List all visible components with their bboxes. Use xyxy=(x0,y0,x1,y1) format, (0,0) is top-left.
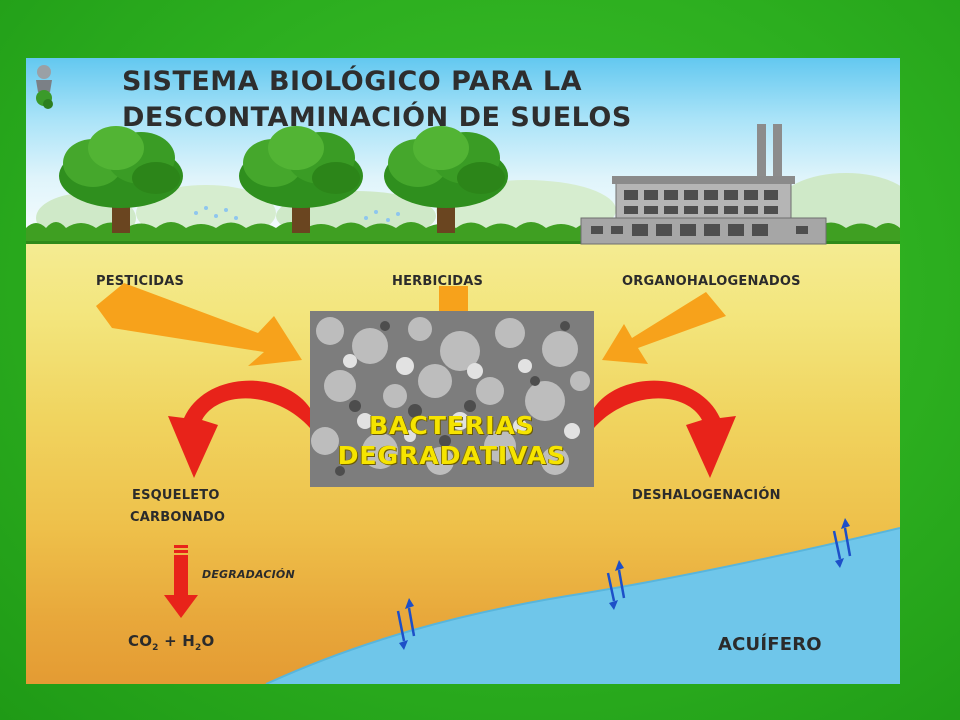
output-arrow-dehalogenation xyxy=(594,380,736,478)
degradation-arrow xyxy=(164,545,198,618)
label-dehalogenation: DESHALOGENACIÓN xyxy=(632,488,781,503)
label-herbicides: HERBICIDAS xyxy=(392,274,484,289)
soil-scene xyxy=(26,65,900,684)
output-arrow-skeleton xyxy=(168,380,310,478)
bacteria-image: BACTERIAS DEGRADATIVAS xyxy=(310,311,594,487)
spray-mist xyxy=(194,206,400,222)
aquifer-water xyxy=(266,528,900,684)
bacteria-label: BACTERIAS DEGRADATIVAS xyxy=(310,411,594,471)
input-arrow-pesticides xyxy=(96,283,302,366)
label-organohalogens: ORGANOHALOGENADOS xyxy=(622,274,801,289)
bacteria-label-line-2: DEGRADATIVAS xyxy=(337,441,567,470)
water-exchange-arrow-icon xyxy=(396,518,852,650)
formula-plus-h: + H xyxy=(158,632,196,650)
diagram-slide: SISTEMA BIOLÓGICO PARA LA DESCONTAMINACI… xyxy=(26,58,900,684)
label-pesticides: PESTICIDAS xyxy=(96,274,185,289)
label-aquifer: ACUÍFERO xyxy=(718,634,822,655)
diagram-title-line-1: SISTEMA BIOLÓGICO PARA LA xyxy=(122,66,583,97)
formula-co: CO xyxy=(128,632,153,650)
label-skeleton-line-1: ESQUELETO xyxy=(132,488,220,503)
tree-icon xyxy=(239,126,363,233)
factory-icon xyxy=(580,124,827,245)
formula-o: O xyxy=(201,632,215,650)
logo-icon xyxy=(36,65,53,109)
formula-h-subscript: 2 xyxy=(195,643,202,653)
formula-co2-h2o: CO2 + H2O xyxy=(128,632,214,653)
tree-icon xyxy=(59,126,183,233)
label-skeleton-line-2: CARBONADO xyxy=(130,510,226,525)
input-arrow-organohalogens xyxy=(602,292,726,364)
label-degradation: DEGRADACIÓN xyxy=(202,568,295,581)
diagram-title-line-2: DESCONTAMINACIÓN DE SUELOS xyxy=(122,102,632,133)
formula-co-subscript: 2 xyxy=(152,643,159,653)
bacteria-texture xyxy=(310,311,594,487)
bacteria-label-line-1: BACTERIAS xyxy=(369,411,535,440)
tree-icon xyxy=(384,126,508,233)
